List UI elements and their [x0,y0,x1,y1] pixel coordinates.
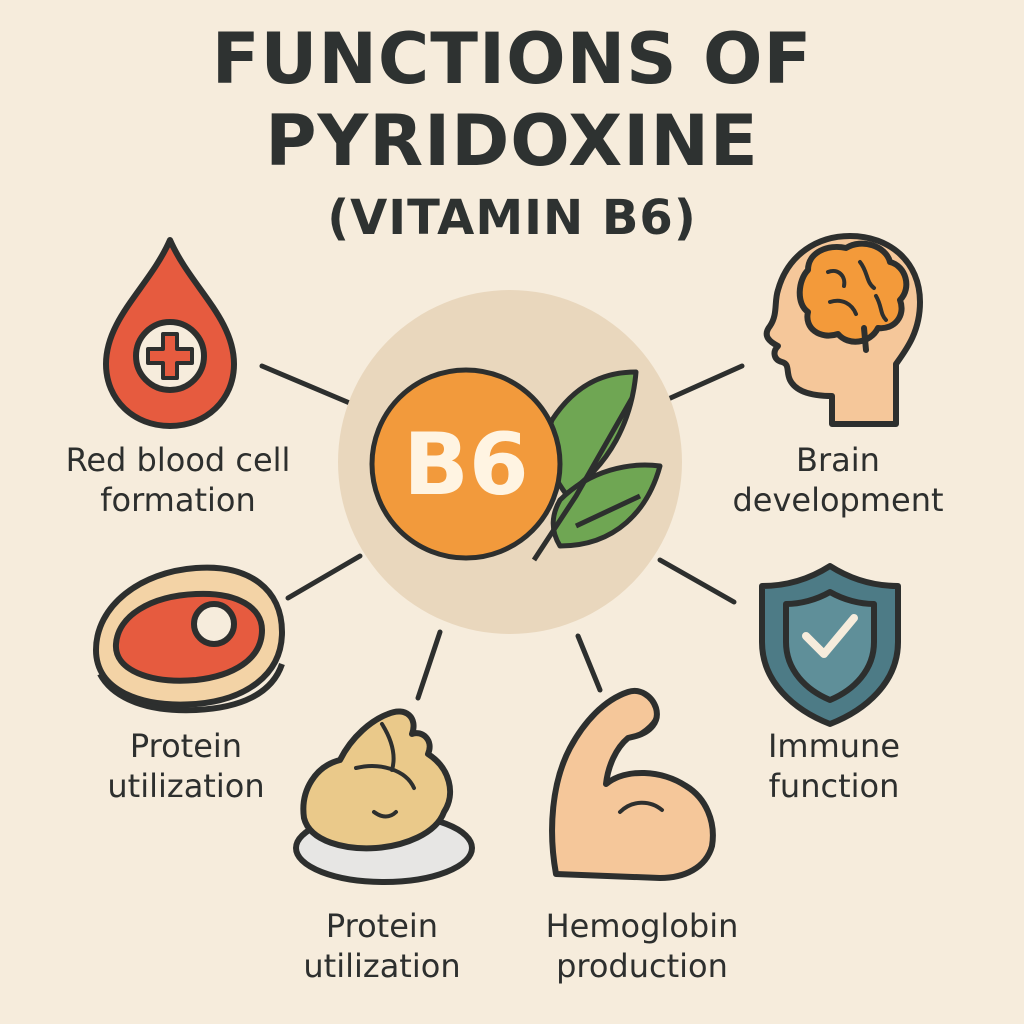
leaf-icon [531,369,663,562]
connector-lines [259,363,745,701]
badge-text: B6 [403,415,528,515]
label-line: Protein [129,727,243,765]
title-line-1: FUNCTIONS OF [211,18,813,100]
label-line: Immune [767,727,901,765]
label-line: Protein [325,907,439,945]
label-line: Hemoglobin [545,907,739,945]
label-brain-development: Brain development [688,440,988,520]
label-line: production [556,947,728,985]
label-red-blood-cell-formation: Red blood cell formation [28,440,328,520]
connector-line [285,553,363,601]
label-line: Brain [796,441,880,479]
brain-head-icon [763,233,923,427]
connector-line [575,633,603,693]
steak-icon [93,564,285,714]
title-line-3: (VITAMIN B6) [327,190,697,246]
label-line: utilization [107,767,265,805]
label-line: formation [100,481,256,519]
label-hemoglobin-production: Hemoglobin production [492,906,792,986]
title-line-2: PYRIDOXINE [265,100,759,182]
flexed-arm-icon [549,688,716,881]
food-plate-icon [293,708,475,885]
b6-badge: B6 [369,367,563,561]
connector-line [663,363,745,403]
blood-drop-icon [103,237,237,429]
label-line: function [768,767,900,805]
label-protein-utilization-bottom: Protein utilization [232,906,532,986]
connector-line [657,557,737,605]
label-line: utilization [303,947,461,985]
connector-line [415,629,443,701]
label-line: Red blood cell [65,441,291,479]
label-line: development [732,481,944,519]
shield-check-icon [759,563,901,727]
connector-line [259,363,355,407]
label-protein-utilization-left: Protein utilization [36,726,336,806]
label-immune-function: Immune function [684,726,984,806]
